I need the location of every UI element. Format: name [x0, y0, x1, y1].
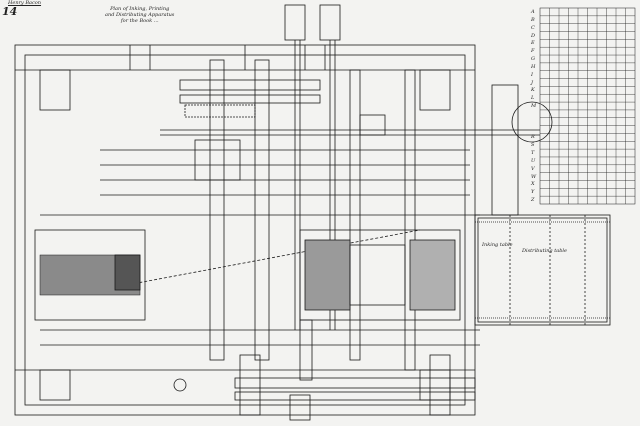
table-row-letter: D: [531, 32, 536, 39]
table-row-letter: V: [531, 165, 535, 172]
table-row-letter: I: [531, 71, 533, 78]
letter-table-gridlines: [540, 8, 635, 204]
inking-table-label: Inking table: [482, 242, 513, 248]
title-line: Plan of Inking, Printing: [110, 6, 170, 12]
title-line: and Distributing Apparatus: [105, 12, 175, 18]
table-row-letter: Z: [531, 197, 535, 204]
horizontal-rods: [40, 129, 540, 346]
table-row-letter: H: [531, 63, 536, 70]
vertical-columns: [194, 59, 451, 416]
distributing-table-label: Distributing table: [522, 248, 567, 254]
table-row-letter: M: [531, 103, 537, 110]
table-row-letter: U: [531, 157, 536, 164]
sheet-number: 14: [2, 5, 18, 18]
table-row-letter: F: [531, 48, 535, 55]
distributing-table: [359, 84, 611, 326]
table-row-letter: A: [531, 9, 535, 15]
reference-note: Henry Bacon: [8, 0, 42, 6]
table-row-letter: L: [531, 95, 535, 102]
title-line: for the Book ...: [120, 18, 159, 24]
table-row-letter: X: [531, 181, 535, 188]
bottom-details: [173, 377, 476, 421]
table-row-letter: J: [531, 79, 534, 86]
table-row-letter: W: [531, 173, 537, 180]
table-row-letter: B: [531, 16, 535, 23]
table-row-letter: E: [531, 40, 535, 47]
table-row-letter: S: [531, 142, 535, 149]
drawing-title: Plan of Inking, Printing and Distributin…: [105, 6, 174, 24]
table-row-letter: Y: [531, 189, 535, 196]
table-row-letter: T: [531, 150, 535, 157]
table-row-letter: K: [531, 87, 535, 94]
printing-bed: [34, 229, 461, 321]
table-row-letter: C: [531, 24, 535, 31]
table-row-letter: R: [531, 134, 535, 141]
table-row-letter: G: [531, 56, 535, 63]
